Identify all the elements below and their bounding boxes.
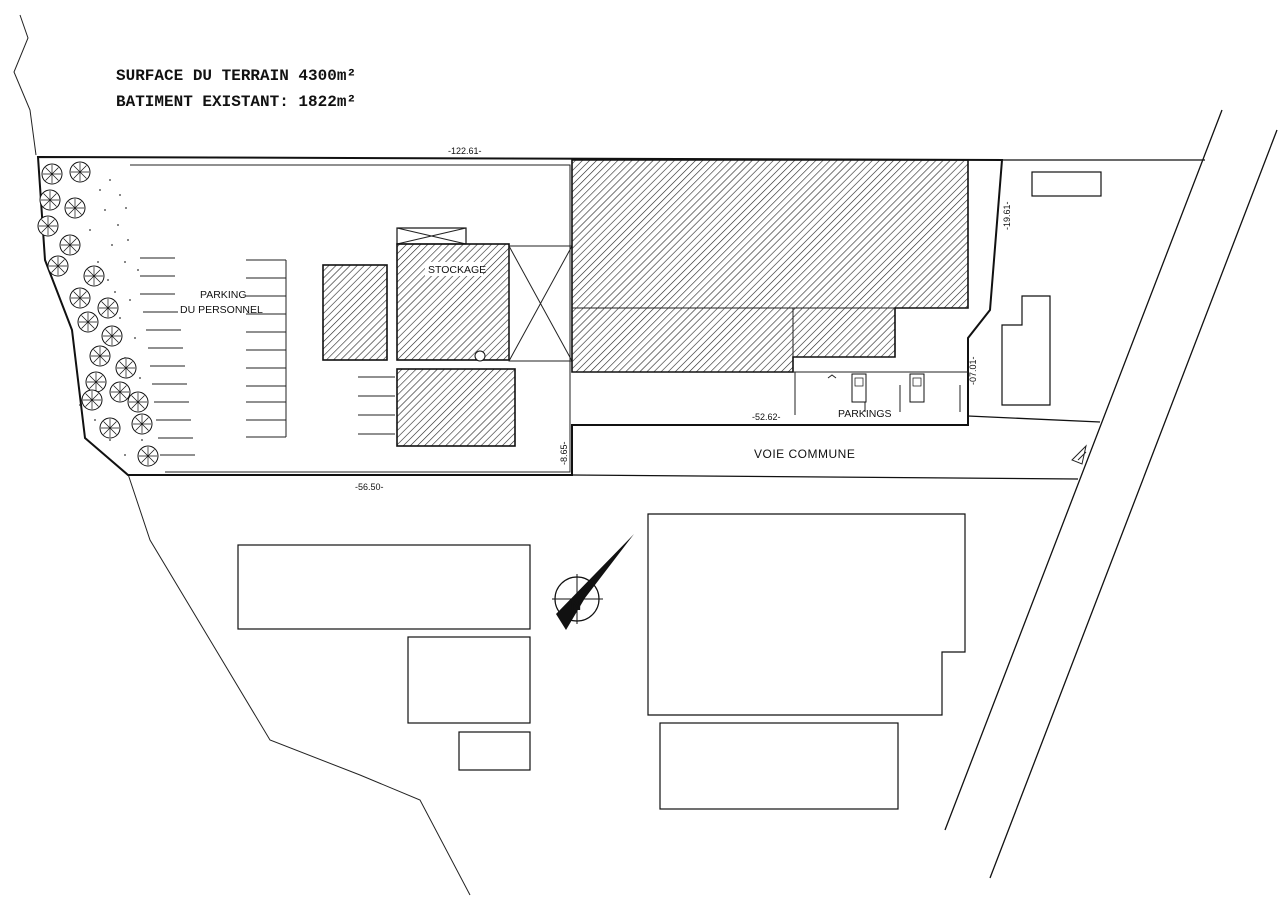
stockage-marker <box>474 350 486 362</box>
road-line-inner <box>989 129 1278 879</box>
covered-area-diag2 <box>508 245 573 362</box>
dimension-top: -122.61- <box>448 146 482 156</box>
stockage-label-bg <box>425 262 483 276</box>
voie-commune-top-line <box>967 415 1101 423</box>
building-stockage <box>396 243 510 361</box>
road-line-outer <box>944 109 1223 831</box>
parking-personnel-label-2: DU PERSONNEL <box>180 304 263 316</box>
neighbor-building-top-right <box>1031 171 1102 197</box>
parking-stalls-near-building <box>358 376 395 435</box>
title-batiment-existant: BATIMENT EXISTANT: 1822m² <box>116 93 356 111</box>
dimension-vertical-right-mid: -07.01- <box>968 356 978 385</box>
building-lower-middle <box>396 368 516 447</box>
dimension-bottom: -56.50- <box>355 482 384 492</box>
neighbor-building-right <box>1001 295 1051 406</box>
parking-stalls-left <box>140 257 195 456</box>
neighbor-building-bottom-right-a <box>647 513 966 716</box>
building-small-left <box>322 264 388 361</box>
parkings-label: PARKINGS <box>838 408 891 420</box>
compass-north-letter: N <box>571 597 581 613</box>
neighbor-building-bottom-left-b <box>407 636 531 724</box>
site-boundary <box>36 155 1004 476</box>
voie-commune-bottom-line <box>571 474 1079 480</box>
title-surface-terrain: SURFACE DU TERRAIN 4300m² <box>116 67 356 85</box>
compass-rose: N <box>552 534 634 630</box>
terrain-left-edge-bottom <box>127 473 471 896</box>
stockage-roof-x-diag2 <box>396 227 467 245</box>
dimension-vertical-right-top: -19.61- <box>1002 201 1012 230</box>
building-main-existing <box>571 159 969 373</box>
neighbor-building-bottom-right-b <box>659 722 899 810</box>
terrain-left-edge-top <box>13 14 37 156</box>
dimension-inner-bottom: -52.62- <box>752 412 781 422</box>
tree-row <box>37 161 159 467</box>
stockage-label: STOCKAGE <box>428 264 486 276</box>
parking-area-boundary <box>130 164 571 473</box>
voie-commune-label: VOIE COMMUNE <box>754 447 855 461</box>
parking-stalls-middle <box>246 259 287 438</box>
parking-personnel-label-1: PARKING <box>200 289 246 301</box>
neighbor-building-bottom-left-a <box>237 544 531 630</box>
dimension-vertical-left: -8.65- <box>559 441 569 465</box>
parkings-area <box>793 371 968 415</box>
entrance-arrow <box>1071 444 1087 465</box>
neighbor-building-bottom-left-c <box>458 731 531 771</box>
